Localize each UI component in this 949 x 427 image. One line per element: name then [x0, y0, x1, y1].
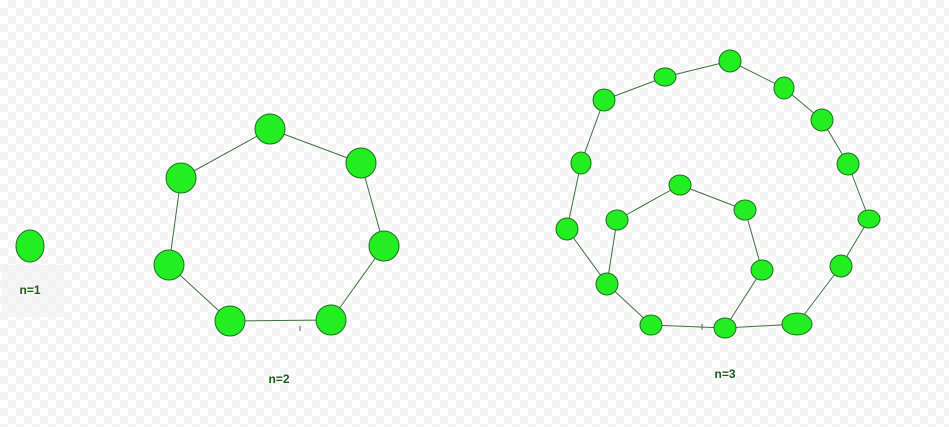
- graph-n1-node-1: [15, 229, 45, 263]
- graph-n2-label: n=2: [268, 372, 289, 386]
- graph-n3-node-16: [668, 174, 692, 196]
- graph-n3-edge-16: [616, 184, 681, 221]
- graph-n3-edge-13: [650, 324, 726, 329]
- graph-n2-edge-1: [269, 128, 362, 164]
- graph-n2-node-5: [214, 305, 246, 337]
- graph-n3-node-18: [750, 259, 774, 281]
- graph-n2-node-7: [165, 162, 197, 194]
- graph-n3-node-6: [718, 49, 742, 73]
- graph-n3-node-4: [592, 88, 616, 112]
- graph-n3-node-15: [605, 209, 629, 231]
- graph-n3-node-11: [829, 254, 853, 278]
- graph-n3-node-10: [857, 209, 881, 229]
- graph-n3-node-7: [773, 76, 795, 100]
- graph-n3-edge-19: [724, 269, 763, 329]
- graph-n3-node-12: [781, 312, 813, 336]
- graph-n3-edge-17: [679, 184, 746, 211]
- graph-n3-node-14: [639, 314, 663, 336]
- graph-n3-node-3: [570, 151, 592, 175]
- graph-n3-node-1: [595, 272, 619, 296]
- graph-n3-node-5: [653, 67, 677, 87]
- graph-n2-node-3: [368, 230, 400, 262]
- graph-n3: n=3: [555, 49, 881, 381]
- graph-n2-node-2: [345, 147, 377, 179]
- graph-n2: n=2: [153, 113, 400, 386]
- graph-n3-node-13: [713, 317, 737, 339]
- graph-n2-node-6: [153, 249, 185, 281]
- graph-n2-node-1: [254, 113, 286, 145]
- graph-n2-node-4: [315, 304, 347, 336]
- graph-n1-label-backdrop: [2, 265, 64, 317]
- graph-n1-label: n=1: [19, 283, 40, 297]
- graph-n3-node-8: [810, 108, 834, 132]
- graph-n3-node-17: [733, 199, 757, 221]
- graph-n2-edge-4: [229, 319, 332, 322]
- graph-n1: n=1: [2, 229, 64, 317]
- graph-n3-label: n=3: [714, 367, 735, 381]
- graph-n2-edge-7: [180, 128, 271, 179]
- graph-n3-node-2: [555, 217, 579, 241]
- graph-n3-node-9: [836, 152, 860, 176]
